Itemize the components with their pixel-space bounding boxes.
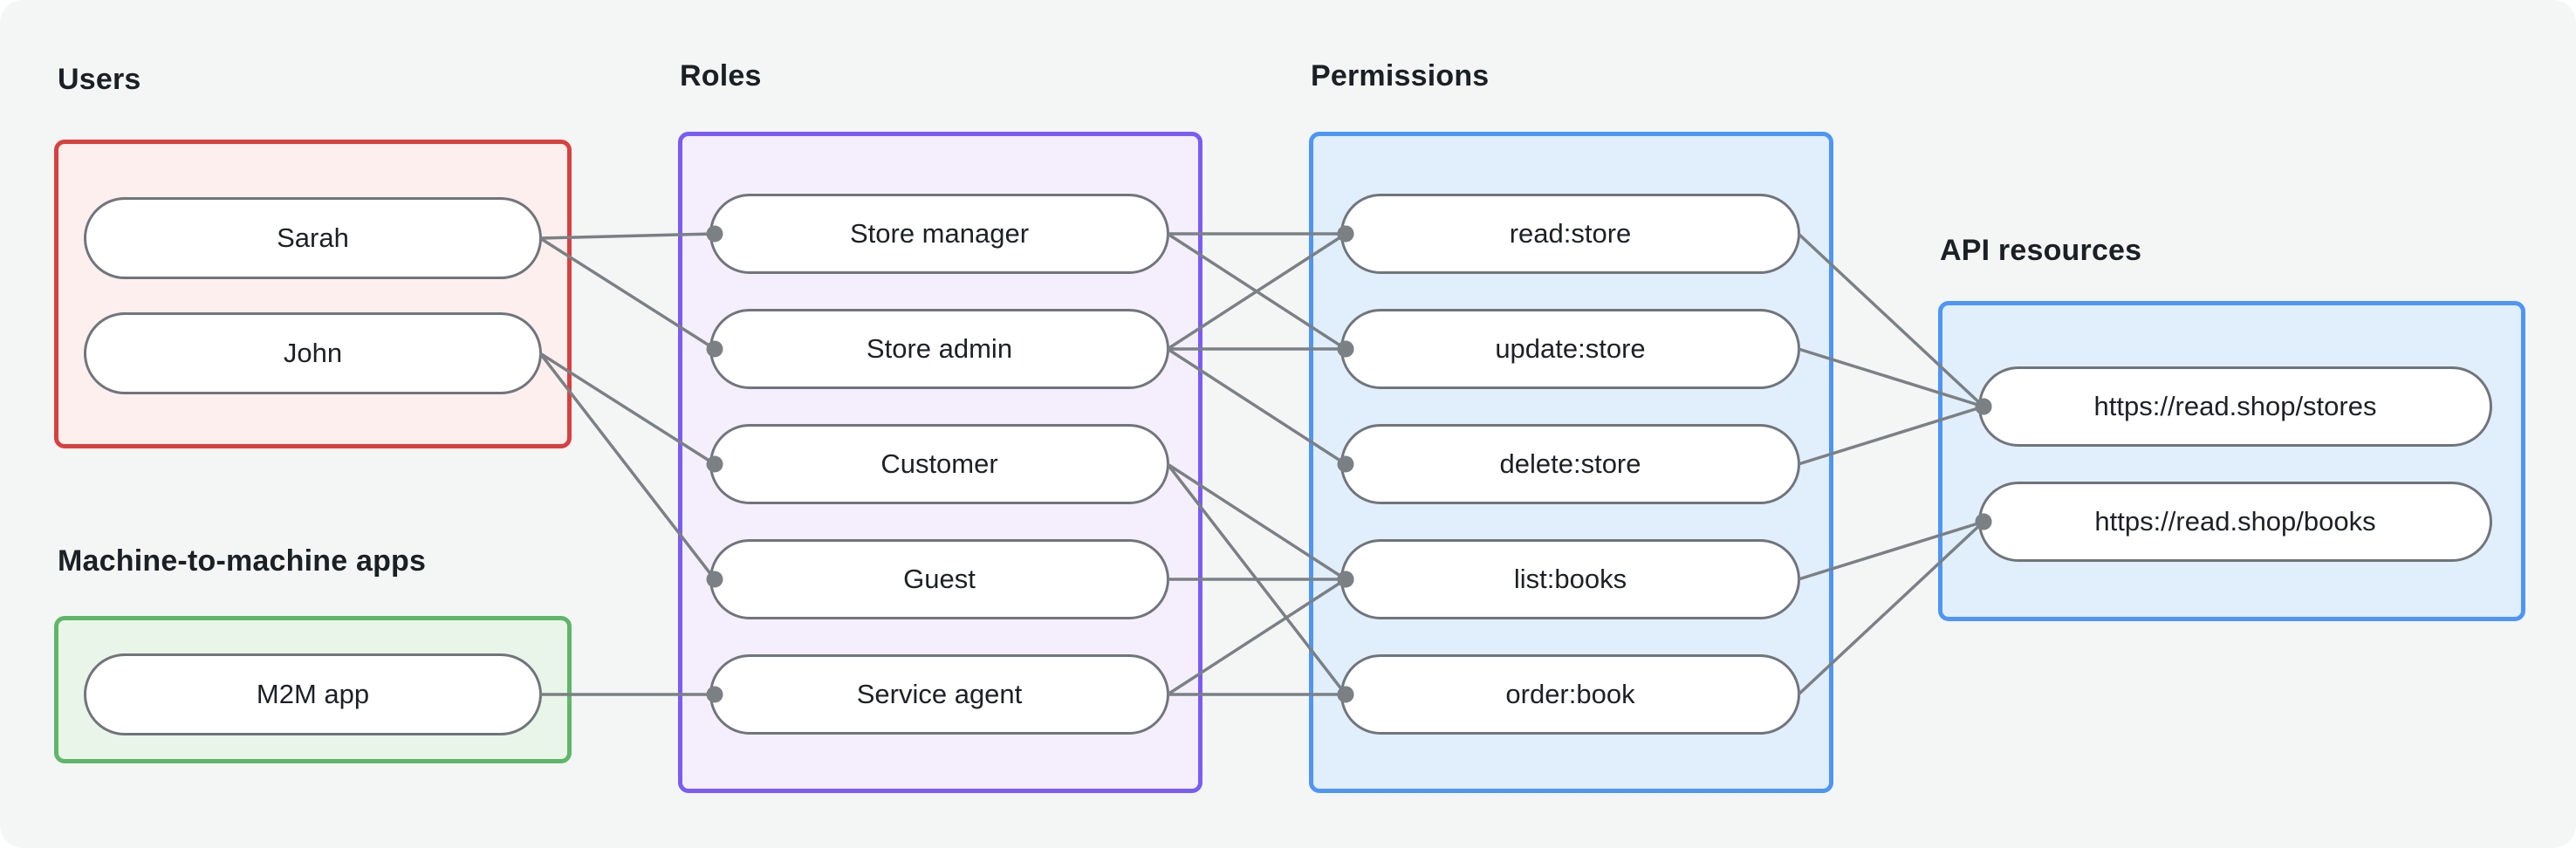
node-list_books: list:books [1340, 539, 1800, 619]
group-label-users: Users [58, 63, 141, 96]
node-delete_store: delete:store [1340, 424, 1800, 504]
node-john: John [84, 312, 542, 394]
node-order_book: order:book [1340, 654, 1800, 735]
node-update_store: update:store [1340, 309, 1800, 389]
group-box-users [54, 140, 572, 448]
group-box-api [1938, 301, 2525, 621]
node-m2m_app: M2M app [84, 653, 542, 735]
node-stores_api: https://read.shop/stores [1978, 366, 2492, 447]
node-service_agent: Service agent [709, 654, 1169, 735]
group-label-m2m: Machine-to-machine apps [58, 544, 427, 578]
node-customer: Customer [709, 424, 1169, 504]
group-label-roles: Roles [680, 59, 762, 92]
node-books_api: https://read.shop/books [1978, 482, 2492, 562]
node-guest: Guest [709, 539, 1169, 619]
node-read_store: read:store [1340, 194, 1800, 274]
node-store_admin: Store admin [709, 309, 1169, 389]
node-store_manager: Store manager [709, 194, 1169, 274]
group-label-api: API resources [1940, 234, 2142, 267]
node-sarah: Sarah [84, 197, 542, 279]
group-label-permissions: Permissions [1311, 59, 1490, 92]
